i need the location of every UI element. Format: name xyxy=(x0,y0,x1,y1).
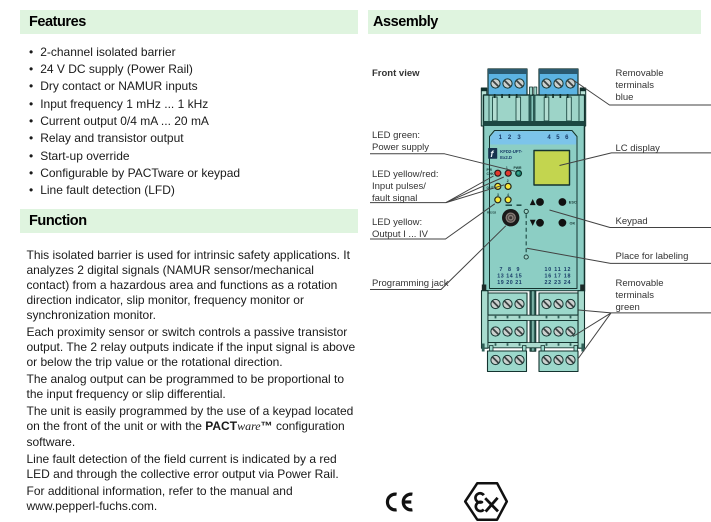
svg-text:16 17 18: 16 17 18 xyxy=(545,274,571,280)
svg-text:1: 1 xyxy=(499,135,503,141)
svg-text:PW: PW xyxy=(487,168,493,172)
svg-text:2: 2 xyxy=(508,135,512,141)
svg-text:6: 6 xyxy=(565,135,569,141)
svg-text:22 23 24: 22 23 24 xyxy=(545,280,571,286)
svg-text:CHK: CHK xyxy=(487,172,495,176)
svg-text:RS232: RS232 xyxy=(487,210,497,214)
svg-text:13 14 15: 13 14 15 xyxy=(497,274,522,280)
svg-text:OK: OK xyxy=(570,221,576,225)
svg-text:10 11 12: 10 11 12 xyxy=(545,267,571,273)
svg-text:3: 3 xyxy=(517,135,521,141)
svg-text:f: f xyxy=(490,149,494,159)
svg-text:KFD2-UFT-: KFD2-UFT- xyxy=(500,149,523,154)
svg-text:ESC: ESC xyxy=(569,201,577,205)
svg-text:19 20 21: 19 20 21 xyxy=(497,280,522,286)
svg-text:OUT: OUT xyxy=(487,186,495,190)
svg-text:4: 4 xyxy=(547,135,551,141)
svg-text:4: 4 xyxy=(507,193,509,197)
svg-text:3: 3 xyxy=(497,193,499,197)
svg-text:PWR: PWR xyxy=(514,166,522,170)
svg-text:5: 5 xyxy=(556,135,560,141)
svg-text:2: 2 xyxy=(507,179,509,183)
svg-text:7 8 9: 7 8 9 xyxy=(500,267,520,273)
svg-text:1: 1 xyxy=(506,166,508,170)
svg-text:Ex2.D: Ex2.D xyxy=(500,155,512,160)
